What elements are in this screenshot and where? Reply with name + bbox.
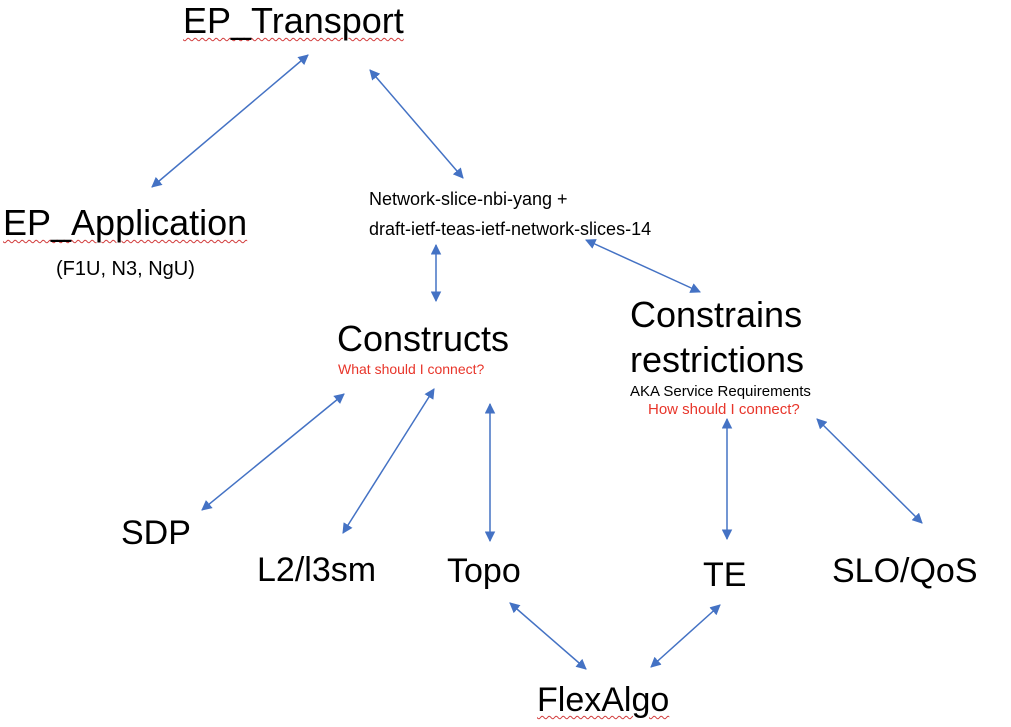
- topo-label: Topo: [447, 552, 521, 590]
- arrow-topo-flexalgo: [509, 602, 587, 670]
- arrow-te-flexalgo: [650, 604, 721, 668]
- arrow-constructs-sdp: [201, 393, 345, 511]
- constrains-label-line1: Constrains: [630, 294, 803, 335]
- nbi-label-line2: draft-ietf-teas-ietf-network-slices-14: [369, 219, 652, 239]
- l2l3sm-label: L2/l3sm: [257, 551, 377, 589]
- arrow-transport-nbi: [369, 69, 464, 179]
- sdp-label: SDP: [121, 514, 191, 552]
- slo-qos-label: SLO/QoS: [832, 552, 978, 590]
- constrains-sublabel: How should I connect?: [648, 401, 800, 418]
- constructs-sublabel: What should I connect?: [338, 361, 485, 377]
- aka-service-requirements: AKA Service Requirements: [630, 383, 811, 400]
- ep-application-label: EP_Application: [3, 202, 248, 243]
- arrow-transport-application: [151, 54, 309, 188]
- ep-transport-label: EP_Transport: [183, 0, 404, 41]
- constrains-label-line2: restrictions: [630, 339, 805, 380]
- nbi-label-line1: Network-slice-nbi-yang +: [369, 189, 568, 209]
- flexalgo-label: FlexAlgo: [537, 681, 670, 719]
- arrow-constructs-l2l3sm: [342, 388, 435, 534]
- te-label: TE: [703, 556, 747, 594]
- ep-application-sublabel: (F1U, N3, NgU): [56, 258, 195, 280]
- constructs-label: Constructs: [337, 318, 510, 359]
- arrow-nbi-constrains: [585, 239, 701, 293]
- arrow-constrains-slo: [816, 418, 923, 524]
